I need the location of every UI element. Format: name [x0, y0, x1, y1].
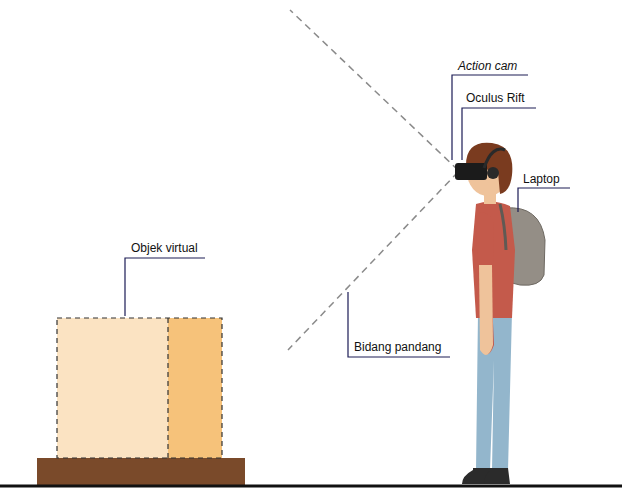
virtual-object-front	[57, 318, 168, 458]
virtual-object-side	[168, 318, 222, 458]
virtual-object-outline	[57, 318, 222, 458]
virtual-object-edge	[167, 318, 168, 458]
view-line	[290, 10, 458, 170]
platform	[37, 458, 245, 485]
part-label: Oculus Rift	[466, 91, 525, 105]
part-label: Bidang pandang	[354, 340, 441, 354]
part-label: Action cam	[458, 59, 517, 73]
leader-lines	[125, 75, 570, 357]
ground-line	[0, 485, 622, 488]
view-line	[288, 172, 458, 350]
part-label: Objek virtual	[131, 241, 198, 255]
part-label: Laptop	[523, 172, 560, 186]
person	[455, 143, 545, 484]
